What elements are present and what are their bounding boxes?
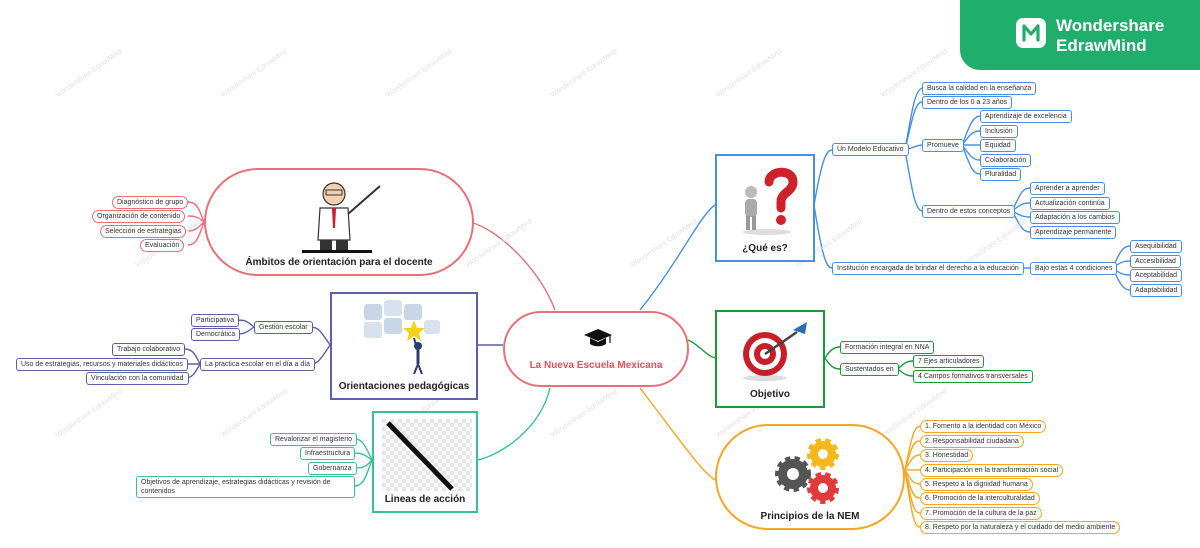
node-institucion[interactable]: Institución encargada de brindar el dere… xyxy=(832,262,1024,275)
node-conceptos[interactable]: Dentro de estos conceptos xyxy=(922,205,1016,218)
node-ambito[interactable]: Selección de estrategias xyxy=(100,225,187,238)
brand-banner: Wondershare EdrawMind xyxy=(960,0,1200,70)
central-topic[interactable]: La Nueva Escuela Mexicana xyxy=(503,311,689,387)
node-condicion-item[interactable]: Asequibilidad xyxy=(1130,240,1182,253)
node-linea[interactable]: Infraestructura xyxy=(300,447,356,460)
topic-lineas[interactable]: Lineas de acción xyxy=(372,411,478,513)
question-mark-person-icon xyxy=(743,167,798,235)
topic-objetivo-title: Objetivo xyxy=(749,389,790,400)
missing-image-icon xyxy=(382,419,472,491)
node-concepto-item[interactable]: Aprender a aprender xyxy=(1030,182,1105,195)
node-linea[interactable]: Objetivos de aprendizaje, estrategias di… xyxy=(136,476,355,498)
node-principio[interactable]: 6. Promoción de la interculturalidad xyxy=(920,492,1040,505)
node-ambito[interactable]: Diagnóstico de grupo xyxy=(112,196,189,209)
node-promueve-item[interactable]: Aprendizaje de excelencia xyxy=(980,110,1072,123)
node-promueve-item[interactable]: Pluralidad xyxy=(980,168,1022,181)
node-gestion-item[interactable]: Participativa xyxy=(191,314,240,327)
topic-objetivo[interactable]: Objetivo xyxy=(715,310,825,408)
node-ambito[interactable]: Evaluación xyxy=(140,239,185,252)
topic-ambitos-title: Ámbitos de orientación para el docente xyxy=(245,257,433,268)
node-promueve-item[interactable]: Equidad xyxy=(980,139,1016,152)
topic-ambitos[interactable]: Ámbitos de orientación para el docente xyxy=(204,168,474,276)
node-concepto-item[interactable]: Aprendizaje permanente xyxy=(1030,226,1117,239)
node-condicion-item[interactable]: Adaptabilidad xyxy=(1130,284,1183,297)
node-formacion[interactable]: Formación integral en NNA xyxy=(840,341,935,354)
node-linea[interactable]: Revalorizar el magisterio xyxy=(270,433,358,446)
node-promueve-item[interactable]: Colaboración xyxy=(980,154,1032,167)
puzzle-person-icon xyxy=(364,300,440,374)
node-condiciones[interactable]: Bajo estas 4 condiciones xyxy=(1030,262,1118,275)
node-ambito[interactable]: Organización de contenido xyxy=(92,210,186,223)
graduation-cap-icon xyxy=(584,329,612,347)
topic-orientaciones-title: Orientaciones pedagógicas xyxy=(338,381,470,392)
topic-principios-title: Principios de la NEM xyxy=(760,511,860,522)
node-condicion-item[interactable]: Aceptabilidad xyxy=(1130,269,1183,282)
node-principio[interactable]: 2. Responsabilidad ciudadana xyxy=(920,435,1024,448)
node-principio[interactable]: 8. Respeto por la naturaleza y el cuidad… xyxy=(920,521,1121,534)
node-practica[interactable]: La practica escolar en el día a día xyxy=(200,358,316,371)
node-practica-item[interactable]: Trabajo colaborativo xyxy=(112,343,186,356)
node-sustentados-item[interactable]: 4 Campos formativos transversales xyxy=(913,370,1033,383)
teacher-pointer-icon xyxy=(302,182,381,253)
edrawmind-logo-icon xyxy=(1016,18,1046,48)
topic-que-es[interactable]: ¿Qué es? xyxy=(715,154,815,262)
node-sustentados-item[interactable]: 7 Ejes articuladores xyxy=(913,355,985,368)
node-gestion[interactable]: Gestión escolar xyxy=(254,321,313,334)
central-title: La Nueva Escuela Mexicana xyxy=(529,360,663,371)
node-principio[interactable]: 1. Fomento a la identidad con México xyxy=(920,420,1047,433)
node-concepto-item[interactable]: Actualización continúa xyxy=(1030,197,1110,210)
brand-name: Wondershare xyxy=(1056,16,1165,35)
topic-orientaciones[interactable]: Orientaciones pedagógicas xyxy=(330,292,478,400)
node-principio[interactable]: 3. Honestidad xyxy=(920,449,974,462)
node-concepto-item[interactable]: Adaptación a los cambios xyxy=(1030,211,1120,224)
node-principio[interactable]: 7. Promoción de la cultura de la paz xyxy=(920,507,1042,520)
node-practica-item[interactable]: Uso de estrategias, recursos y materiale… xyxy=(16,358,188,371)
topic-principios[interactable]: Principios de la NEM xyxy=(715,424,905,530)
node-practica-item[interactable]: Vinculación con la comunidad xyxy=(86,372,189,385)
topic-lineas-title: Lineas de acción xyxy=(384,494,466,505)
node-edades[interactable]: Dentro de los 0 a 23 años xyxy=(922,96,1013,109)
topic-que-es-title: ¿Qué es? xyxy=(742,243,788,254)
target-dart-icon xyxy=(743,322,807,381)
node-principio[interactable]: 4. Participación en la transformación so… xyxy=(920,464,1064,477)
node-modelo-educativo[interactable]: Un Modelo Educativo xyxy=(832,143,909,156)
node-principio[interactable]: 5. Respeto a la dignidad humana xyxy=(920,478,1033,491)
gears-icon xyxy=(775,438,839,504)
node-promueve[interactable]: Promueve xyxy=(922,139,964,152)
node-sustentados[interactable]: Sustentados en xyxy=(840,363,899,376)
node-linea[interactable]: Gobernanza xyxy=(308,462,357,475)
node-gestion-item[interactable]: Democrática xyxy=(191,328,241,341)
node-promueve-item[interactable]: Inclusión xyxy=(980,125,1018,138)
node-calidad[interactable]: Busca la calidad en la enseñanza xyxy=(922,82,1037,95)
brand-product: EdrawMind xyxy=(1056,36,1147,55)
node-condicion-item[interactable]: Accesibilidad xyxy=(1130,255,1181,268)
